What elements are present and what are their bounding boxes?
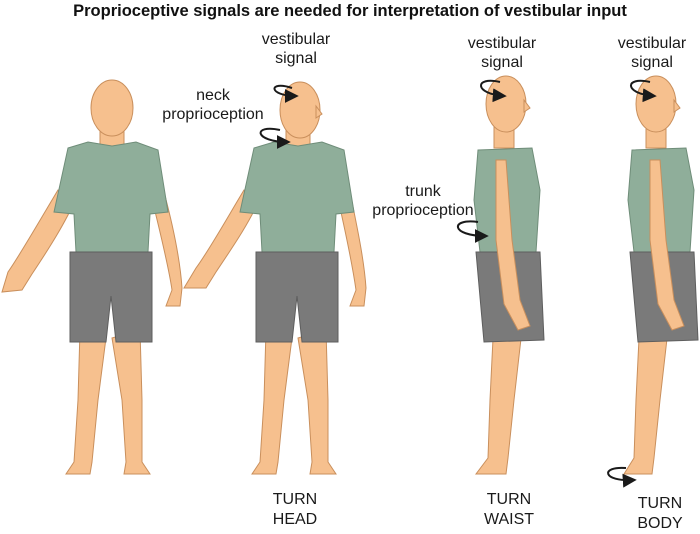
figure-side-waist-turned [473,75,545,475]
diagram-title: Proprioceptive signals are needed for in… [73,2,627,20]
rotation-arrow-head-fig4 [630,79,657,103]
rotation-arrow-head-fig3 [480,79,507,103]
rotation-arrow-head-fig2 [273,84,299,103]
figure-side-body-turned [623,75,699,475]
rotation-arrow-neck-fig2 [259,127,291,149]
figure-front-head-turned [183,81,367,475]
rotation-arrow-feet-fig4 [607,466,637,488]
rotation-arrow-trunk-fig3 [457,220,489,243]
figure-front-neutral [1,79,183,475]
